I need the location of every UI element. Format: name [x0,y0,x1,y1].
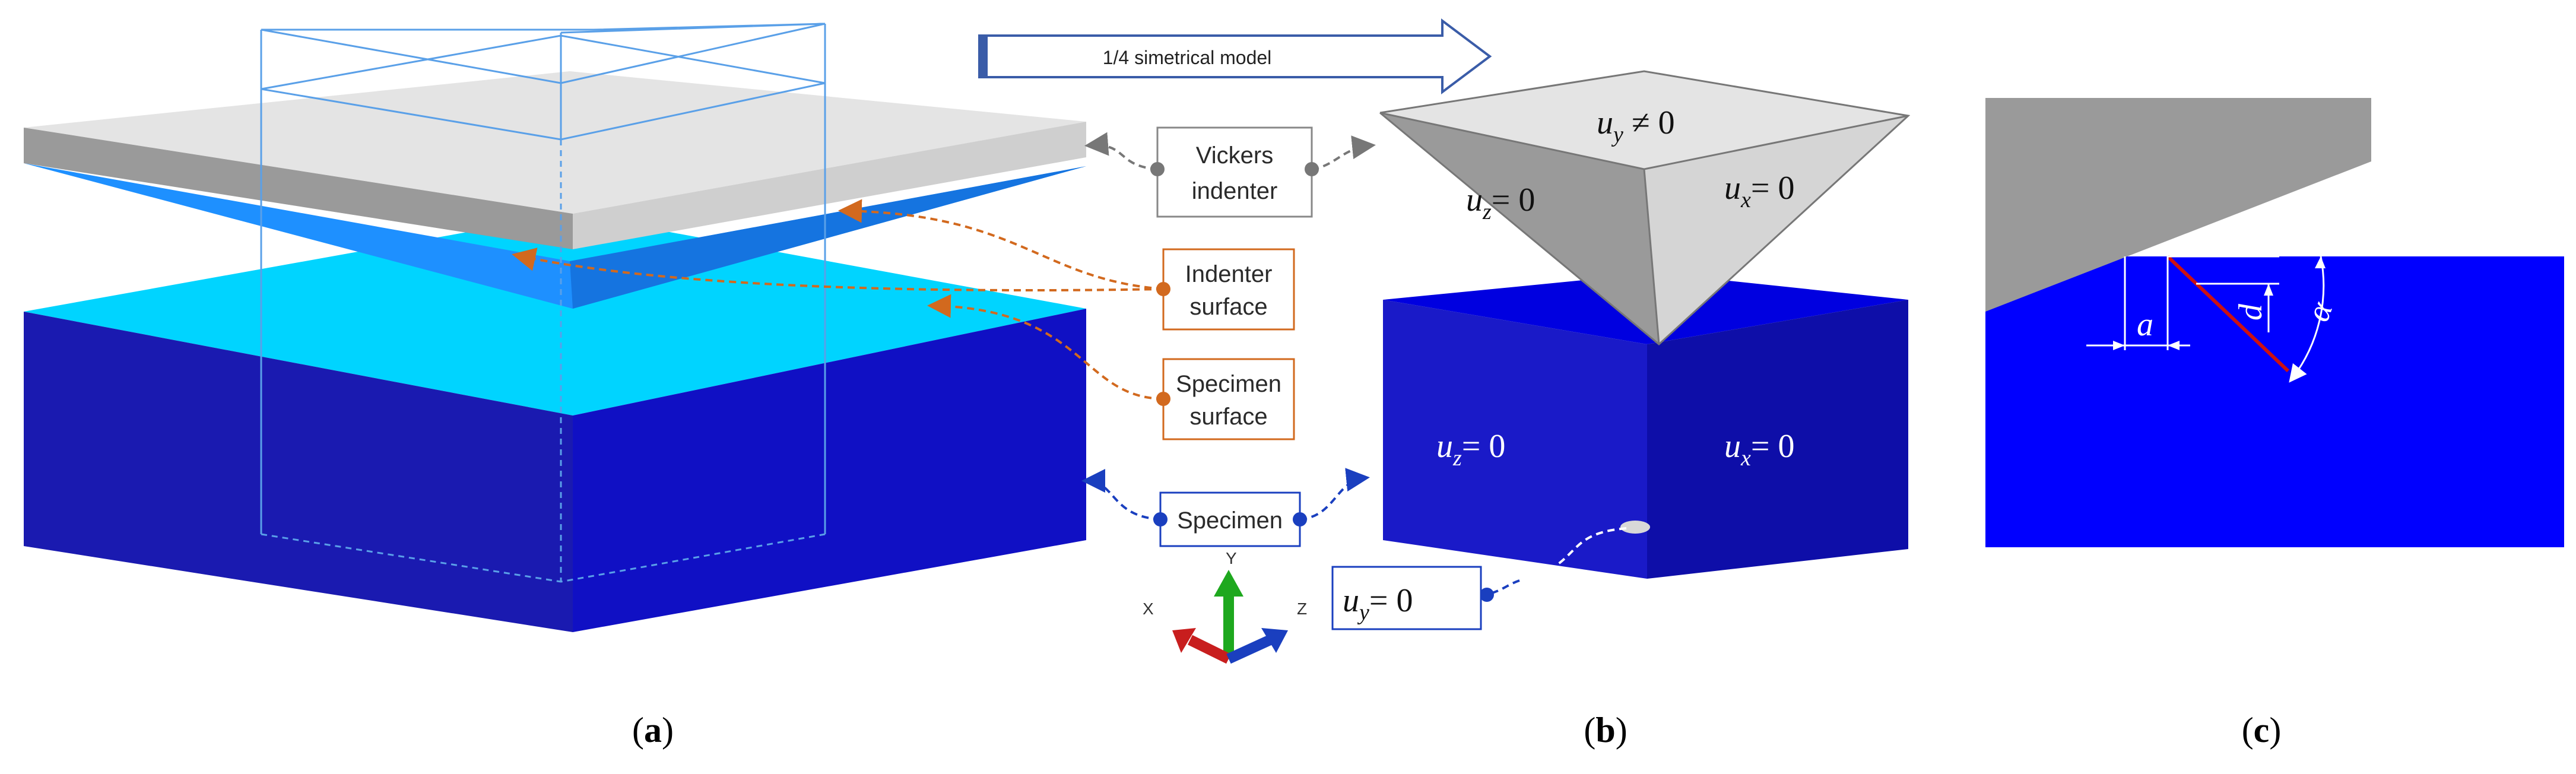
specimen-leader-right [1299,468,1370,521]
bottom-dot [1480,588,1494,602]
panel-label-a: (a) [632,710,674,750]
indenter-surface-leader-2 [512,248,1164,292]
panel-c: a d α [1985,98,2564,547]
specimen-surface-line2: surface [1189,404,1267,430]
bc-specimen-left: uz= 0 [1436,428,1505,471]
specimen-leader-left [1081,469,1161,521]
bottom-face-marker [1620,521,1650,534]
indenter-plate-front [24,128,573,249]
bc-indenter-left: uz= 0 [1466,182,1535,224]
bc-specimen-bottom: uy= 0 [1343,582,1413,625]
indenter-plate-top [24,71,1086,214]
vickers-label-line1: Vickers [1196,142,1273,169]
indenter-pyramid-shade [570,166,1086,309]
indenter-surface-leader-1 [838,199,1164,290]
indenter-pyramid-underside [24,163,1086,309]
specimen-top-face [24,214,1086,415]
indenter-surface-box [1162,248,1295,331]
symmetric-model-arrow: 1/4 simetrical model [978,18,1492,94]
bottom-leader [1495,527,1627,589]
c-alpha-arc [2289,256,2325,383]
specimen-label-box [1159,491,1301,547]
bc-specimen-right: ux= 0 [1724,428,1794,471]
b-indenter-right [1644,116,1908,344]
symmetric-model-text: 1/4 simetrical model [1103,47,1272,68]
indenter-surface-line2: surface [1189,294,1267,320]
vickers-label-line2: indenter [1192,178,1278,204]
c-specimen [1985,256,2564,547]
panel-label-b: (b) [1584,710,1627,750]
b-specimen-right [1647,300,1908,579]
panel-label-c: (c) [2242,710,2282,750]
c-crack-line [2166,255,2290,373]
panel-b: uy ≠ 0 uz= 0 ux= 0 uz= 0 ux= 0 uy= 0 [1331,70,1911,630]
c-indenter [1985,98,2371,312]
vickers-leader-right [1311,135,1376,170]
bc-indenter-right: ux= 0 [1724,170,1794,212]
callouts-a: Vickers indenter Indenter surface Specim… [512,126,1376,547]
specimen-surface-box [1162,358,1295,440]
b-indenter-top [1380,71,1908,169]
axes-triad: Y X Z [1143,549,1307,664]
c-d-label: d [2232,303,2269,321]
axis-x-label: X [1143,599,1154,618]
bc-indenter-top: uy ≠ 0 [1597,104,1675,147]
axis-y-label: Y [1226,549,1237,567]
vickers-label-box [1156,126,1313,218]
c-a-label: a [2137,306,2153,343]
specimen-surface-line1: Specimen [1176,371,1281,397]
indenter-surface-line1: Indenter [1185,261,1273,287]
specimen-side-face [573,309,1086,632]
vickers-leader-left [1084,132,1158,170]
specimen-label: Specimen [1177,507,1283,534]
indenter-plate-side [573,122,1086,249]
panel-a [24,23,1086,632]
specimen-front-face [24,312,573,632]
b-specimen-left [1383,300,1647,579]
wireframe-box [260,23,826,583]
specimen-surface-leader [927,294,1164,400]
bc-bottom-box [1331,566,1482,630]
axis-z-label: Z [1297,599,1307,618]
